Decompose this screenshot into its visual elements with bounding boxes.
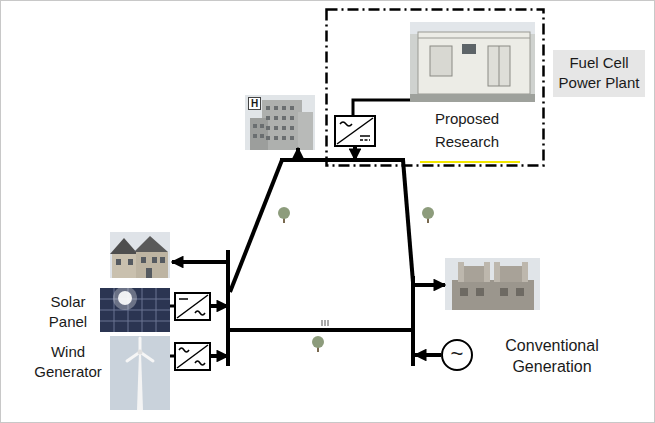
box-title: Fuel Cell Power Plant	[557, 53, 641, 94]
caption-box: Fuel Cell Power Plant	[553, 50, 645, 97]
highlight-underline	[420, 161, 520, 163]
source-label: Wind Generator	[28, 342, 108, 381]
fuel-cell-container	[410, 22, 535, 102]
solar-panel	[100, 286, 170, 332]
proposed-region: Proposed Research	[325, 8, 545, 167]
grid-wires	[172, 146, 445, 366]
converter-wind	[175, 343, 210, 370]
wind-turbine	[110, 336, 170, 410]
hospital-building	[245, 95, 315, 150]
feeder-wires	[170, 100, 410, 356]
hospital-sign: H	[248, 97, 261, 110]
source-label: Solar Panel	[36, 292, 100, 331]
dash-dot-outline	[327, 10, 544, 166]
line-mark	[322, 320, 328, 326]
houses	[110, 232, 170, 278]
tree-icon	[278, 207, 290, 223]
tree-icon	[312, 336, 324, 352]
generator-circle: ~	[441, 339, 473, 371]
generator-symbol: ~	[443, 341, 471, 367]
converter-fuel-cell	[335, 116, 375, 146]
converter-solar	[175, 293, 210, 320]
sign-letter: H	[249, 98, 260, 109]
source-label: Conventional Generation	[488, 336, 616, 378]
region-title: Proposed Research	[410, 108, 524, 153]
tree-icon	[422, 207, 434, 223]
power-station	[445, 258, 540, 310]
